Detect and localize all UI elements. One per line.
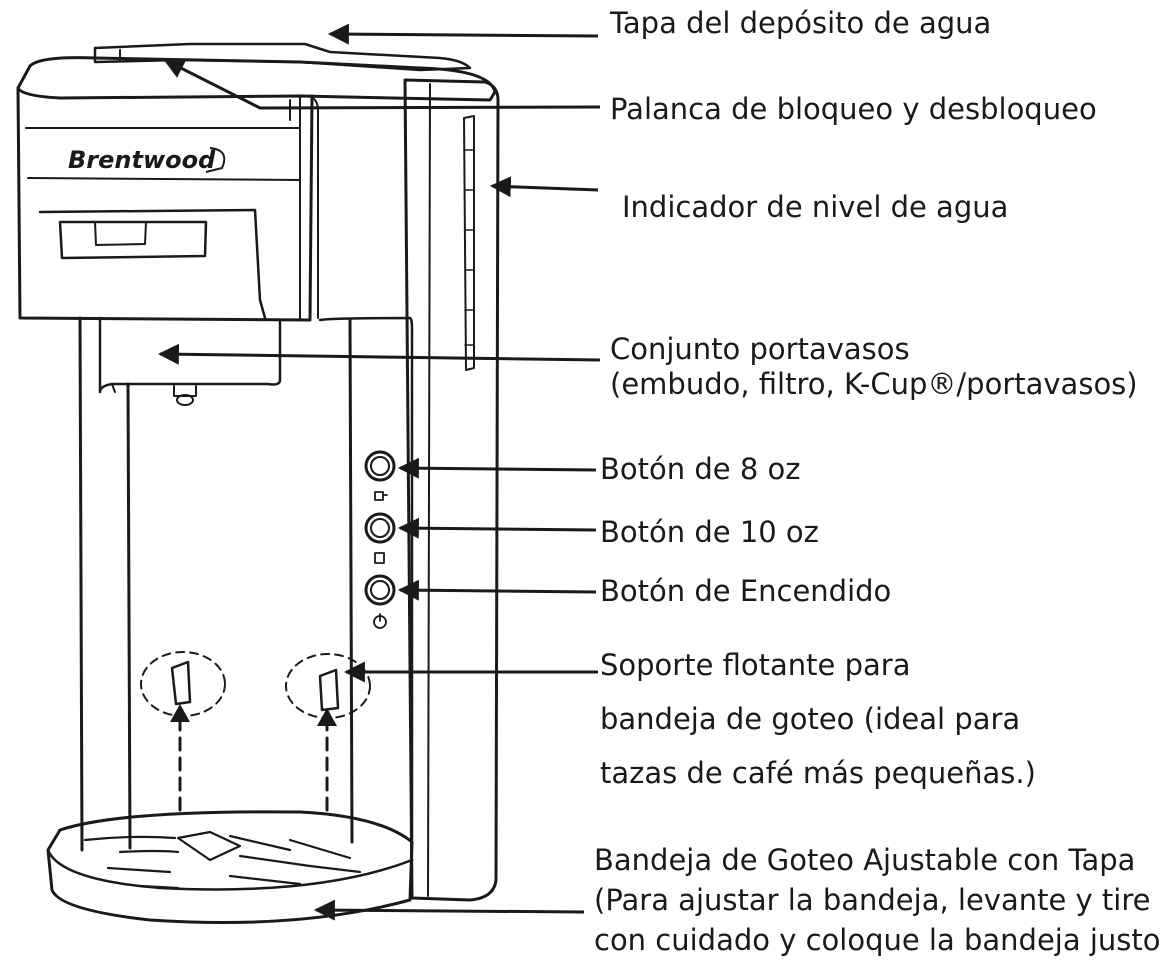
water-reservoir — [403, 78, 500, 902]
water-level-window — [463, 115, 475, 371]
button-8oz — [364, 450, 396, 482]
label-button-8oz: Botón de 8 oz — [600, 452, 801, 486]
label-drip-tray: Bandeja de Goteo Ajustable con Tapa (Par… — [594, 843, 1161, 957]
button-power — [364, 574, 396, 606]
float-support-left — [140, 651, 226, 717]
label-water-level: Indicador de nivel de agua — [622, 190, 1009, 224]
label-pod-holder: Conjunto portavasos (embudo, filtro, K-C… — [610, 332, 1138, 401]
button-10oz — [364, 512, 396, 544]
handle — [38, 208, 267, 320]
label-lock-lever: Palanca de bloqueo y desbloqueo — [610, 92, 1097, 126]
label-button-power: Botón de Encendido — [600, 574, 892, 608]
machine-body — [78, 316, 84, 852]
label-float-support: Soporte flotante para bandeja de goteo (… — [600, 648, 1036, 790]
brand-logo: Brentwood — [68, 146, 216, 174]
brew-head — [16, 56, 497, 102]
reservoir-lid — [93, 42, 472, 72]
drip-tray — [46, 810, 414, 924]
label-button-10oz: Botón de 10 oz — [600, 515, 819, 549]
label-reservoir-lid: Tapa del depósito de agua — [610, 6, 992, 40]
